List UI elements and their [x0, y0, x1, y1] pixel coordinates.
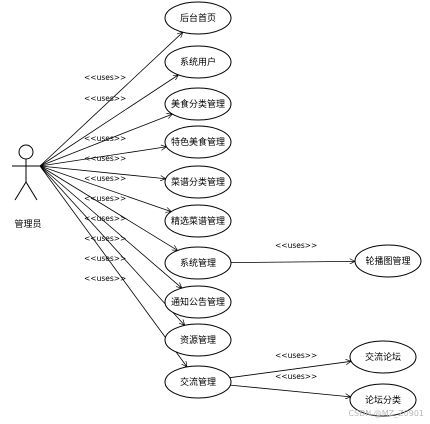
use-case-uc-10: 交流管理: [164, 365, 232, 399]
uses-label: <<uses>>: [84, 194, 126, 203]
relation-actor-uc-7: [39, 165, 178, 250]
use-case-label: 论坛分类: [365, 394, 401, 406]
use-case-label: 交流论坛: [365, 351, 401, 363]
uses-label: <<uses>>: [84, 234, 126, 243]
use-case-ellipse: [164, 1, 232, 35]
use-case-label: 精选菜谱管理: [171, 215, 225, 227]
use-case-label: 系统用户: [180, 56, 216, 68]
use-case-label: 菜谱分类管理: [171, 176, 225, 188]
use-case-ellipse: [164, 125, 232, 159]
uses-label: <<uses>>: [275, 372, 317, 381]
use-case-ellipse: [164, 45, 232, 79]
uses-label: <<uses>>: [84, 94, 126, 103]
use-case-uc-5: 菜谱分类管理: [164, 165, 232, 199]
use-case-ellipse: [164, 323, 232, 357]
use-cases: 后台首页系统用户美食分类管理特色美食管理菜谱分类管理精选菜谱管理系统管理通知公告…: [164, 1, 422, 417]
use-case-ellipse: [354, 244, 422, 278]
actor: 管理员: [12, 144, 42, 230]
use-case-uc-2: 系统用户: [164, 45, 232, 79]
use-case-uc-1: 后台首页: [164, 1, 232, 35]
relations: <<uses>> <<uses>> <<uses>> <<uses>> <<uses>>…: [39, 32, 355, 397]
use-case-ellipse: [164, 285, 232, 319]
use-case-uc-9: 资源管理: [164, 323, 232, 357]
use-case-uc-3: 美食分类管理: [164, 87, 232, 121]
actor-left-leg: [14, 181, 27, 201]
use-case-uc-13: 论坛分类: [349, 383, 417, 417]
relation-actor-uc-2: [39, 75, 178, 167]
relation-actor-uc-9: [39, 165, 185, 325]
uses-label: <<uses>>: [84, 254, 126, 263]
use-case-ellipse: [164, 246, 232, 280]
use-case-ellipse: [164, 87, 232, 121]
use-case-uc-7: 系统管理: [164, 246, 232, 280]
use-case-uc-4: 特色美食管理: [164, 125, 232, 159]
relation-actor-uc-4: [39, 147, 167, 167]
use-case-label: 轮播图管理: [365, 255, 410, 267]
relation-actor-uc-8: [39, 165, 182, 288]
relation-actor-uc-10: [39, 165, 187, 367]
relation-actor-uc-6: [39, 165, 171, 212]
use-case-label: 系统管理: [180, 257, 216, 269]
relation-actor-uc-3: [39, 114, 172, 167]
use-case-ellipse: [164, 165, 232, 199]
use-case-ellipse: [164, 204, 232, 238]
use-case-ellipse: [349, 340, 417, 374]
use-case-uc-11: 轮播图管理: [354, 244, 422, 278]
use-case-ellipse: [349, 383, 417, 417]
actor-right-leg: [25, 181, 38, 201]
use-case-label: 美食分类管理: [171, 98, 225, 110]
actor-head: [18, 144, 34, 160]
use-case-ellipse: [164, 365, 232, 399]
uses-label: <<uses>>: [275, 351, 317, 360]
use-case-uc-12: 交流论坛: [349, 340, 417, 374]
use-case-uc-6: 精选菜谱管理: [164, 204, 232, 238]
relation-uc-7-uc-11: [230, 261, 355, 262]
uses-label: <<uses>>: [275, 241, 317, 250]
use-case-label: 资源管理: [180, 334, 216, 346]
use-case-label: 特色美食管理: [171, 136, 225, 148]
use-case-uc-8: 通知公告管理: [164, 285, 232, 319]
watermark: CSDN @MZ_Z0901: [348, 409, 424, 418]
relation-uc-10-uc-13: [230, 384, 350, 397]
relation-actor-uc-1: [39, 32, 183, 167]
relation-actor-uc-5: [39, 165, 166, 179]
uses-label: <<uses>>: [84, 174, 126, 183]
use-case-label: 后台首页: [180, 12, 216, 24]
uses-label: <<uses>>: [84, 134, 126, 143]
use-case-label: 通知公告管理: [171, 296, 225, 308]
uses-label: <<uses>>: [84, 274, 126, 283]
uses-label: <<uses>>: [84, 214, 126, 223]
use-case-label: 交流管理: [180, 376, 216, 388]
uses-label: <<uses>>: [84, 73, 126, 82]
uses-label: <<uses>>: [84, 154, 126, 163]
actor-name: 管理员: [14, 218, 41, 230]
relation-uc-10-uc-12: [229, 361, 351, 379]
